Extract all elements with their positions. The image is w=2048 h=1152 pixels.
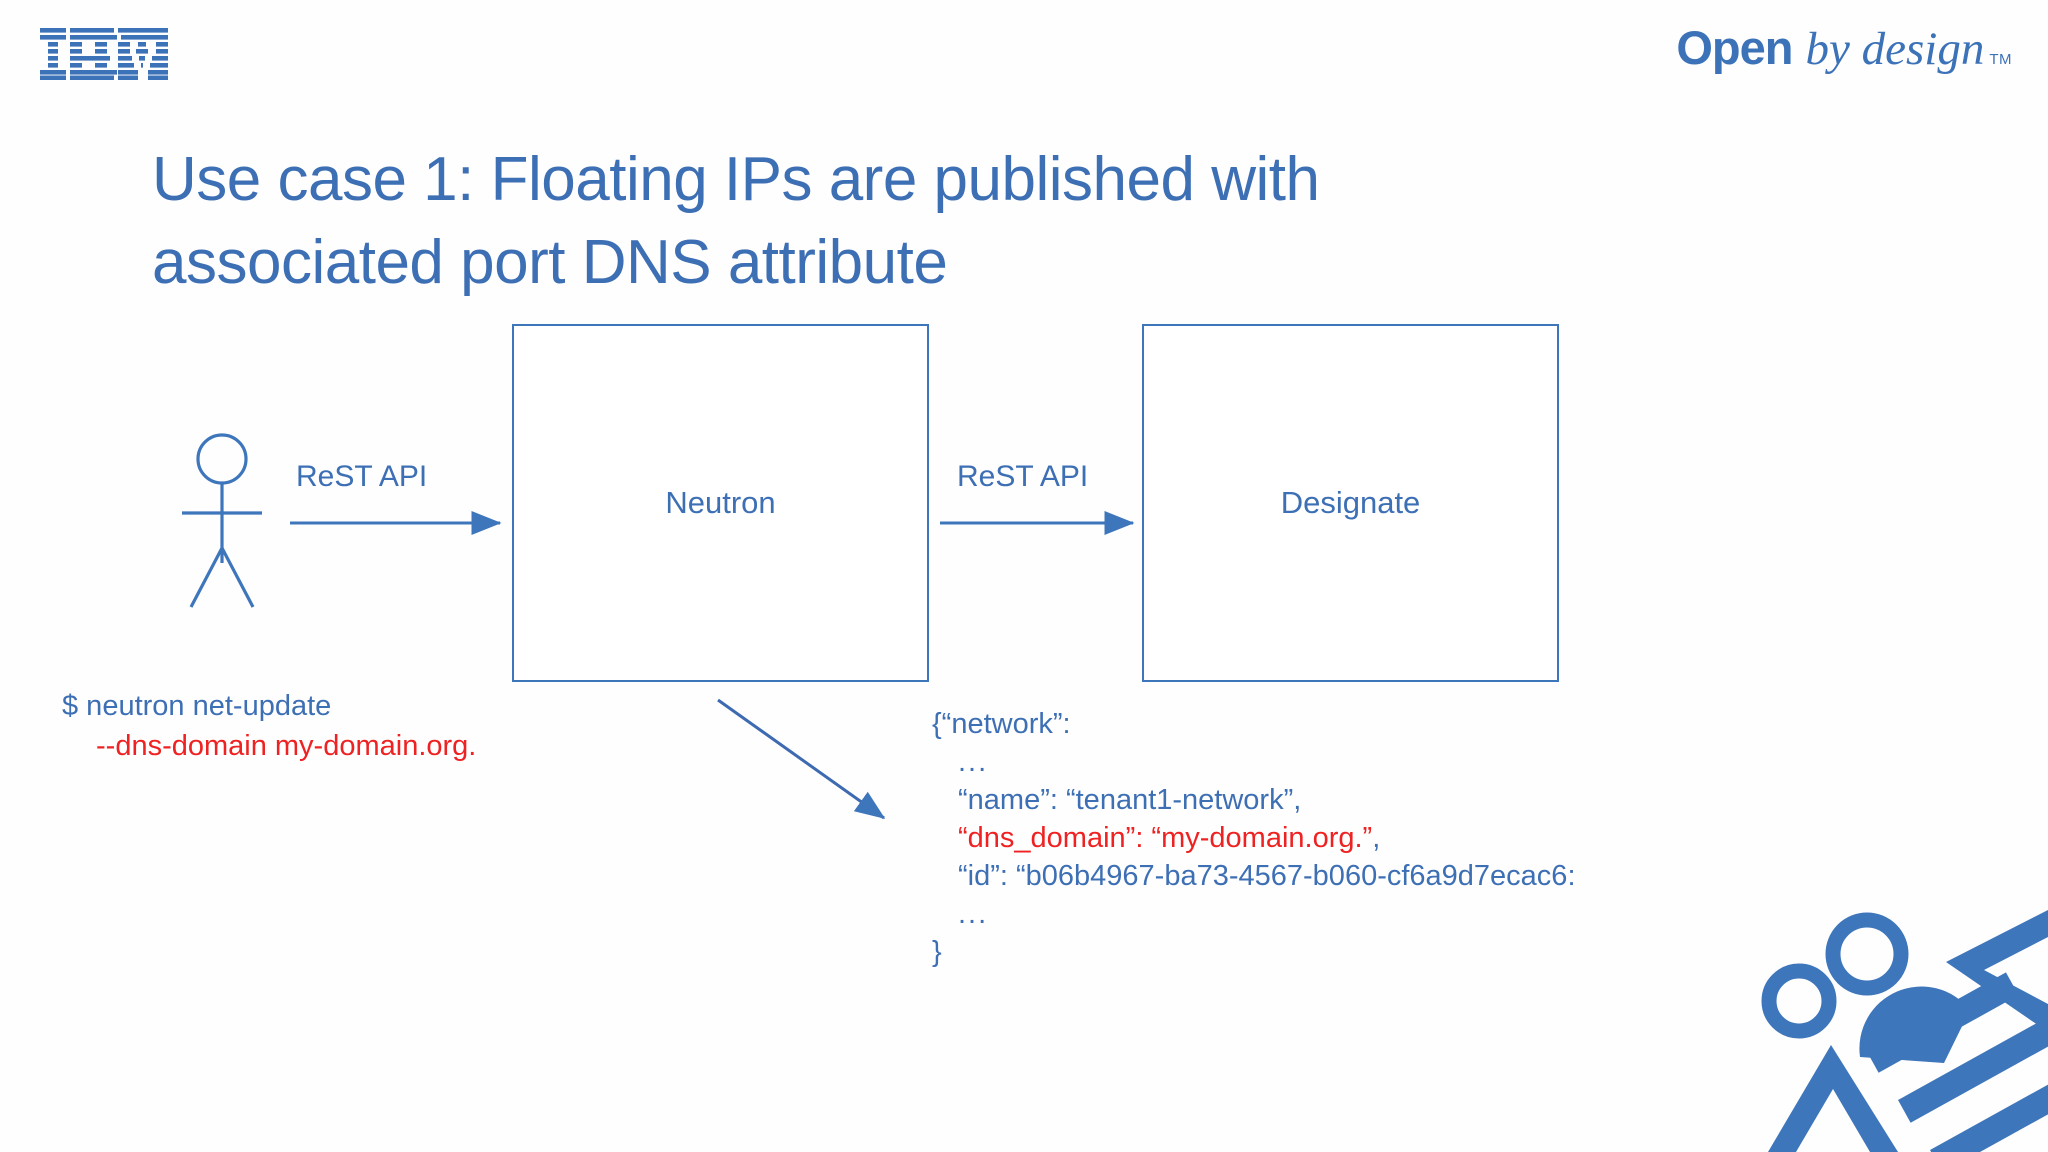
edge-label-rest-api-actor-neutron: ReST API bbox=[296, 460, 428, 493]
edge-label-rest-api-neutron-designate: ReST API bbox=[957, 460, 1089, 493]
deco-chevron bbox=[1946, 910, 2048, 1032]
cli-command-block: $ neutron net-update --dns-domain my-dom… bbox=[62, 686, 476, 766]
page-title-line-1: Use case 1: Floating IPs are published w… bbox=[152, 144, 1320, 214]
brand-open-text: Open bbox=[1676, 21, 1793, 74]
deco-triangle bbox=[1768, 1045, 1898, 1152]
json-dns-domain-highlight: “dns_domain”: “my-domain.org.” bbox=[958, 822, 1373, 854]
json-line-ellipsis-top: ... bbox=[958, 746, 989, 778]
process-box-neutron-label: Neutron bbox=[665, 485, 776, 520]
process-box-designate-label: Designate bbox=[1280, 485, 1421, 520]
ibm-logo bbox=[40, 28, 168, 80]
json-line-open: {“network”: bbox=[932, 708, 1071, 740]
arrow-neutron-to-json bbox=[717, 698, 886, 820]
json-line-id: “id”: “b06b4967-ba73-4567-b060-cf6a9d7ec… bbox=[958, 860, 1576, 892]
deco-stripe-1 bbox=[1866, 972, 2019, 1073]
deco-ring-large bbox=[1825, 912, 1909, 996]
brand-by-design-text: by design bbox=[1805, 23, 1985, 75]
page-title-line-2: associated port DNS attribute bbox=[152, 227, 948, 297]
process-box-neutron[interactable]: Neutron bbox=[512, 324, 929, 682]
json-dns-domain-comma: , bbox=[1372, 822, 1381, 854]
deco-ring-small bbox=[1761, 963, 1837, 1039]
json-line-dns-domain: “dns_domain”: “my-domain.org.”, bbox=[932, 819, 1576, 857]
cli-command-flag: --dns-domain my-domain.org. bbox=[96, 730, 477, 762]
trademark-mark: TM bbox=[1989, 51, 2012, 68]
json-line-ellipsis-bottom: ... bbox=[958, 898, 989, 930]
deco-stripe-2 bbox=[1897, 1017, 2048, 1123]
user-actor-icon bbox=[182, 433, 262, 608]
open-by-design-lockup: Open by design TM bbox=[1676, 20, 2012, 76]
json-response-block: {“network”: ... “name”: “tenant1-network… bbox=[932, 705, 1576, 971]
json-line-name: “name”: “tenant1-network”, bbox=[958, 784, 1302, 816]
cli-command-line: $ neutron net-update bbox=[62, 690, 332, 722]
process-box-designate[interactable]: Designate bbox=[1142, 324, 1559, 682]
page-title: Use case 1: Floating IPs are published w… bbox=[152, 138, 1652, 304]
deco-stripe-3 bbox=[1929, 1067, 2048, 1152]
json-line-close: } bbox=[932, 936, 942, 968]
openstack-corner-graphic bbox=[1761, 910, 2048, 1152]
